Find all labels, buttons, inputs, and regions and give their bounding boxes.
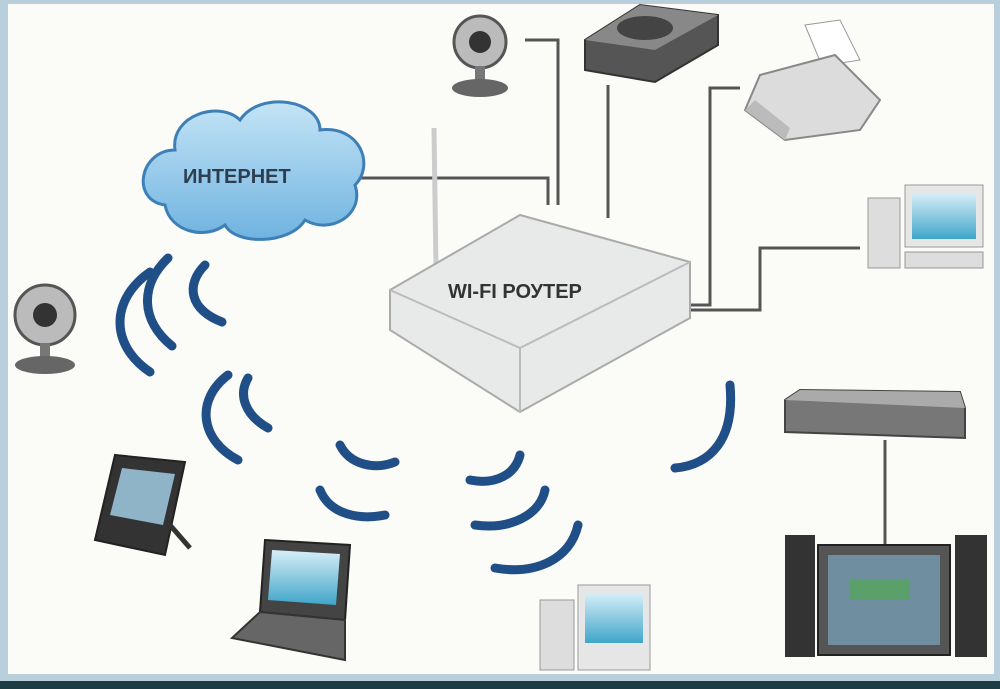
tv-with-speakers-icon	[785, 535, 987, 657]
wired-connections	[360, 38, 887, 545]
bottom-bar	[0, 681, 1000, 689]
internet-cloud-icon: ИНТЕРНЕТ	[141, 100, 366, 241]
pda-icon	[93, 453, 192, 557]
wifi-waves	[115, 253, 736, 575]
desktop-computer-icon	[867, 184, 984, 269]
router-label: WI-FI РОУТЕР	[448, 281, 582, 303]
desktop-bottom-icon	[539, 584, 651, 671]
laptop-icon	[229, 538, 352, 662]
webcam-left-icon	[13, 283, 77, 374]
router-icon: WI-FI РОУТЕР	[389, 127, 691, 414]
external-drive-icon	[584, 3, 719, 84]
cloud-label: ИНТЕРНЕТ	[183, 166, 291, 188]
printer-icon	[743, 19, 882, 142]
set-top-box-icon	[784, 388, 966, 440]
webcam-icon	[452, 14, 508, 97]
